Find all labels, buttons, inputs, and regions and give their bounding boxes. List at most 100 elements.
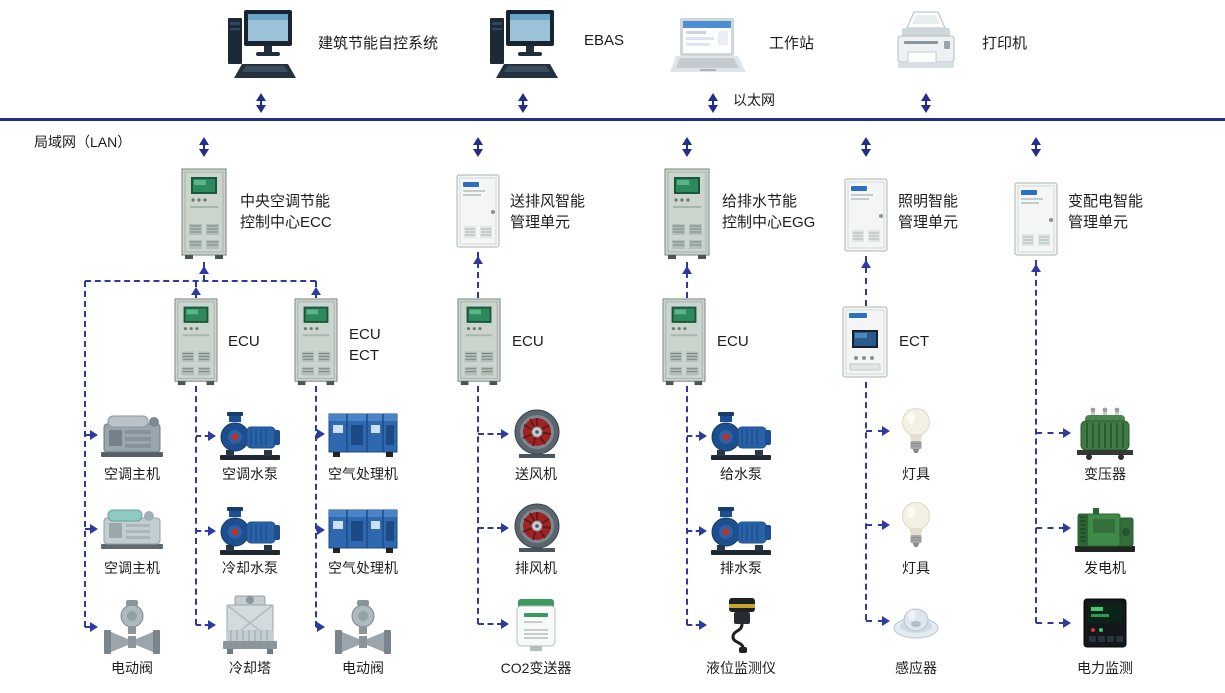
arrow-right-icon [501, 523, 514, 533]
equipment-label: 灯具 [902, 560, 930, 576]
connector-line [85, 626, 92, 628]
fan-icon [511, 408, 563, 460]
controller-label-line1: ECU [349, 326, 381, 343]
cabinet-label: 中央空调节能 控制中心ECC [240, 191, 332, 233]
wall-enclosure-icon [456, 174, 500, 250]
lan-label: 局域网（LAN） [34, 134, 132, 150]
controller-label-line2: ECT [349, 347, 379, 364]
double-arrow-icon [256, 93, 266, 113]
desktop-computer-icon [222, 6, 300, 84]
arrow-right-icon [882, 616, 895, 626]
lan-bus-line [0, 118, 1225, 121]
power-monitor-icon [1081, 596, 1129, 650]
connector-line [478, 433, 503, 435]
arrow-right-icon [1063, 523, 1076, 533]
arrow-up-icon [1031, 259, 1041, 272]
controller-label: ECT [899, 331, 929, 352]
double-arrow-icon [1031, 137, 1041, 157]
connector-line [866, 430, 884, 432]
connector-line [866, 524, 884, 526]
double-arrow-icon [682, 137, 692, 157]
connector-line [687, 624, 701, 626]
water-pump-icon [218, 410, 282, 462]
arrow-right-icon [699, 431, 712, 441]
connector-line [196, 435, 210, 437]
equipment-label: 变压器 [1084, 466, 1126, 482]
equipment-label: 液位监测仪 [706, 660, 776, 676]
connector-line [686, 262, 688, 298]
controller-label: ECU [512, 331, 544, 352]
double-arrow-icon [708, 93, 718, 113]
equipment-label: 冷却水泵 [222, 560, 278, 576]
controller-label: ECU ECT [349, 324, 381, 366]
chiller-icon [99, 506, 165, 552]
equipment-label: 感应器 [895, 660, 937, 676]
motor-valve-icon [102, 598, 162, 656]
arrow-up-icon [861, 255, 871, 268]
arrow-right-icon [501, 429, 514, 439]
double-arrow-icon [473, 137, 483, 157]
connector-line [195, 386, 197, 625]
connector-line [196, 530, 210, 532]
arrow-right-icon [90, 524, 103, 534]
controller-label: ECU [228, 331, 260, 352]
cabinet-label-line2: 管理单元 [510, 214, 571, 231]
water-pump-icon [218, 505, 282, 557]
top-device-label: EBAS [584, 32, 625, 49]
arrow-right-icon [317, 429, 330, 439]
equipment-label: 排风机 [515, 560, 557, 576]
arrow-right-icon [1063, 618, 1076, 628]
equipment-label: 冷却塔 [229, 660, 271, 676]
top-device-label: 建筑节能自控系统 [318, 35, 439, 52]
connector-line [687, 530, 701, 532]
cabinet-label-line1: 变配电智能 [1068, 193, 1144, 210]
connector-line [477, 386, 479, 624]
water-pump-icon [709, 410, 773, 462]
arrow-right-icon [317, 622, 330, 632]
equipment-label: 电力监测 [1077, 660, 1133, 676]
desktop-computer-icon [484, 6, 562, 84]
air-handler-icon [327, 410, 399, 458]
light-bulb-icon [898, 406, 934, 456]
connector-line [85, 280, 316, 282]
controller-label-line1: ECT [899, 333, 929, 350]
arrow-right-icon [882, 520, 895, 530]
arrow-up-icon [191, 282, 201, 295]
connector-line [1036, 622, 1065, 624]
level-monitor-icon [721, 596, 763, 654]
controller-label: ECU [717, 331, 749, 352]
connector-line [1035, 260, 1037, 623]
arrow-right-icon [317, 525, 330, 535]
control-cabinet-icon [181, 168, 227, 260]
wall-enclosure-icon [844, 178, 888, 254]
water-pump-icon [709, 505, 773, 557]
arrow-right-icon [90, 622, 103, 632]
control-cabinet-icon [664, 168, 710, 260]
air-handler-icon [327, 506, 399, 554]
connector-line [865, 256, 867, 306]
control-cabinet-icon [174, 298, 218, 386]
transformer-icon [1073, 406, 1137, 460]
generator-icon [1073, 502, 1137, 554]
fan-icon [511, 502, 563, 554]
cabinet-label-line2: 管理单元 [898, 214, 959, 231]
arrow-right-icon [208, 526, 221, 536]
equipment-label: 给水泵 [720, 466, 762, 482]
equipment-label: 空调主机 [104, 466, 160, 482]
connector-line [1036, 432, 1065, 434]
equipment-label: 发电机 [1084, 560, 1126, 576]
cabinet-label: 变配电智能 管理单元 [1068, 191, 1143, 233]
chiller-icon [99, 410, 165, 460]
connector-line [687, 435, 701, 437]
motor-valve-icon [333, 598, 393, 656]
equipment-label: 空气处理机 [328, 560, 398, 576]
double-arrow-icon [921, 93, 931, 113]
wall-enclosure-icon [1014, 182, 1058, 258]
connector-line [315, 386, 317, 627]
double-arrow-icon [199, 137, 209, 157]
cabinet-label-line1: 送排风智能 [510, 193, 586, 210]
connector-line [477, 252, 479, 298]
top-device-label: 打印机 [982, 35, 1028, 52]
connector-line [196, 624, 210, 626]
top-device-label: 工作站 [769, 35, 815, 52]
